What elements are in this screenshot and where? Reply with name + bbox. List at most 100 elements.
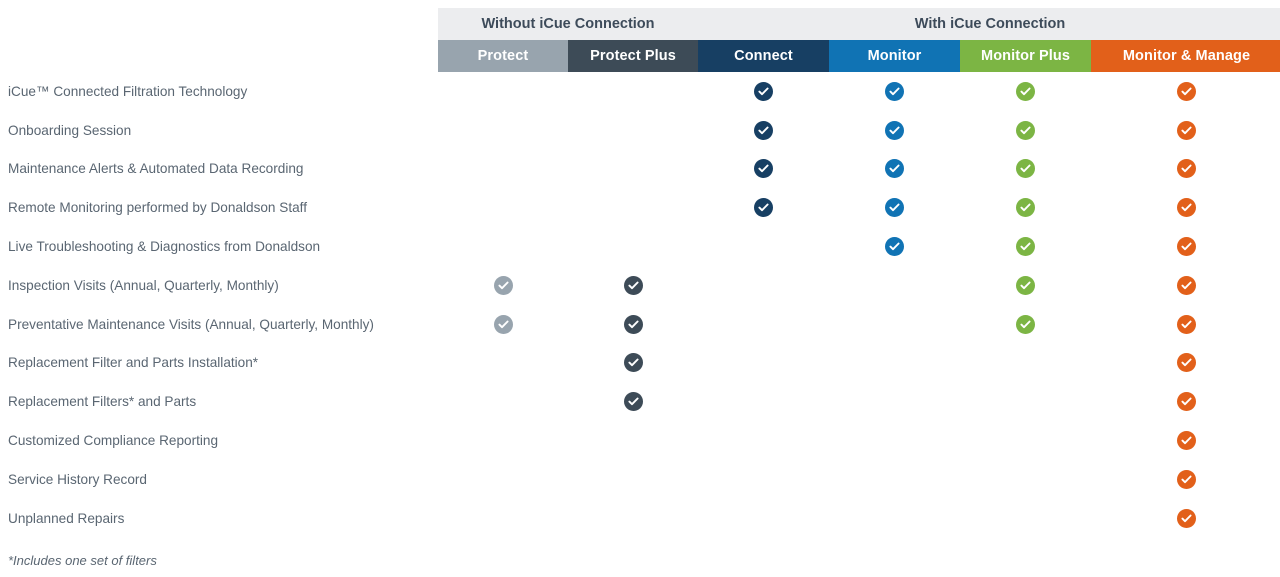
cell-monitor_plus-10 xyxy=(960,459,1092,499)
table-row: Replacement Filters* and Parts xyxy=(8,382,1280,422)
check-icon xyxy=(754,81,774,101)
cell-protect-10 xyxy=(438,459,568,499)
group-header-1: With iCue Connection xyxy=(698,8,1280,40)
cell-connect-4 xyxy=(698,227,830,266)
group-header-0: Without iCue Connection xyxy=(438,8,699,40)
cell-monitor_plus-2 xyxy=(960,149,1092,189)
cell-connect-2 xyxy=(698,149,830,189)
cell-monitor_manage-8 xyxy=(1091,382,1280,422)
cell-monitor_plus-11 xyxy=(960,498,1092,538)
cell-monitor_plus-8 xyxy=(960,382,1092,422)
check-icon xyxy=(1177,392,1197,412)
cell-monitor_plus-5 xyxy=(960,265,1092,305)
cell-monitor_manage-10 xyxy=(1091,459,1280,499)
feature-label: Service History Record xyxy=(8,471,147,487)
cell-monitor_manage-4 xyxy=(1091,227,1280,266)
check-icon xyxy=(1177,198,1197,218)
check-icon xyxy=(1177,353,1197,373)
table-row: Preventative Maintenance Visits (Annual,… xyxy=(8,304,1280,344)
check-icon xyxy=(754,120,774,140)
check-icon xyxy=(1016,237,1036,257)
check-icon xyxy=(493,275,513,295)
cell-monitor_manage-6 xyxy=(1091,304,1280,344)
check-icon xyxy=(1016,198,1036,218)
table-row: Maintenance Alerts & Automated Data Reco… xyxy=(8,149,1280,189)
check-icon xyxy=(1177,431,1197,451)
check-icon xyxy=(493,314,513,334)
feature-label: Replacement Filter and Parts Installatio… xyxy=(8,355,259,371)
cell-protect-4 xyxy=(438,227,568,266)
check-icon xyxy=(885,237,905,257)
feature-label: Onboarding Session xyxy=(8,122,132,138)
cell-connect-3 xyxy=(698,188,830,228)
footnote: *Includes one set of filters xyxy=(8,553,157,568)
table-row: Replacement Filter and Parts Installatio… xyxy=(8,343,1280,383)
check-icon xyxy=(1177,159,1197,179)
cell-monitor_plus-9 xyxy=(960,421,1092,460)
cell-monitor_manage-11 xyxy=(1091,498,1280,538)
cell-protect-8 xyxy=(438,382,568,422)
cell-connect-0 xyxy=(698,72,830,111)
cell-protect_plus-6 xyxy=(568,304,699,344)
plan-header-connect[interactable]: Connect xyxy=(698,40,830,72)
cell-connect-10 xyxy=(698,459,961,499)
cell-monitor_manage-2 xyxy=(1091,149,1280,189)
check-icon xyxy=(1016,81,1036,101)
check-icon xyxy=(1016,159,1036,179)
check-icon xyxy=(754,159,774,179)
cell-connect-6 xyxy=(698,304,961,344)
cell-protect_plus-5 xyxy=(568,265,699,305)
table-row: Unplanned Repairs xyxy=(8,498,1280,538)
cell-protect-11 xyxy=(438,498,568,538)
check-icon xyxy=(623,353,643,373)
cell-protect_plus-3 xyxy=(568,188,699,228)
cell-monitor-1 xyxy=(829,110,961,150)
cell-monitor_manage-5 xyxy=(1091,265,1280,305)
cell-monitor-4 xyxy=(829,227,961,266)
check-icon xyxy=(623,392,643,412)
check-icon xyxy=(1177,469,1197,489)
check-icon xyxy=(1016,275,1036,295)
plan-header-protect[interactable]: Protect xyxy=(438,40,568,72)
feature-label: Replacement Filters* and Parts xyxy=(8,394,197,410)
group-header-spacer xyxy=(8,8,438,40)
plan-header-monitor_plus[interactable]: Monitor Plus xyxy=(960,40,1092,72)
cell-monitor_manage-1 xyxy=(1091,110,1280,150)
cell-protect_plus-0 xyxy=(568,72,699,111)
check-icon xyxy=(885,159,905,179)
feature-label: iCue™ Connected Filtration Technology xyxy=(8,83,248,99)
table-row: Live Troubleshooting & Diagnostics from … xyxy=(8,227,1280,266)
plan-header-spacer xyxy=(8,40,438,72)
plan-header-protect_plus[interactable]: Protect Plus xyxy=(568,40,699,72)
cell-monitor_plus-0 xyxy=(960,72,1092,111)
cell-protect_plus-7 xyxy=(568,343,699,383)
cell-monitor-2 xyxy=(829,149,961,189)
cell-monitor-0 xyxy=(829,72,961,111)
check-icon xyxy=(1177,508,1197,528)
table-row: Inspection Visits (Annual, Quarterly, Mo… xyxy=(8,265,1280,305)
cell-monitor_plus-4 xyxy=(960,227,1092,266)
check-icon xyxy=(1016,314,1036,334)
cell-protect_plus-11 xyxy=(568,498,699,538)
feature-label: Preventative Maintenance Visits (Annual,… xyxy=(8,316,374,332)
cell-connect-5 xyxy=(698,265,961,305)
table-row: iCue™ Connected Filtration Technology xyxy=(8,72,1280,111)
cell-protect_plus-4 xyxy=(568,227,699,266)
plan-header-monitor[interactable]: Monitor xyxy=(829,40,961,72)
cell-protect_plus-2 xyxy=(568,149,699,189)
cell-protect-2 xyxy=(438,149,568,189)
plan-header-monitor_manage[interactable]: Monitor & Manage xyxy=(1091,40,1280,72)
check-icon xyxy=(754,198,774,218)
check-icon xyxy=(885,81,905,101)
check-icon xyxy=(623,314,643,334)
table-row: Remote Monitoring performed by Donaldson… xyxy=(8,188,1280,228)
cell-connect-7 xyxy=(698,343,961,383)
cell-connect-8 xyxy=(698,382,961,422)
check-icon xyxy=(1177,275,1197,295)
feature-label: Live Troubleshooting & Diagnostics from … xyxy=(8,239,321,255)
feature-label: Maintenance Alerts & Automated Data Reco… xyxy=(8,161,304,177)
